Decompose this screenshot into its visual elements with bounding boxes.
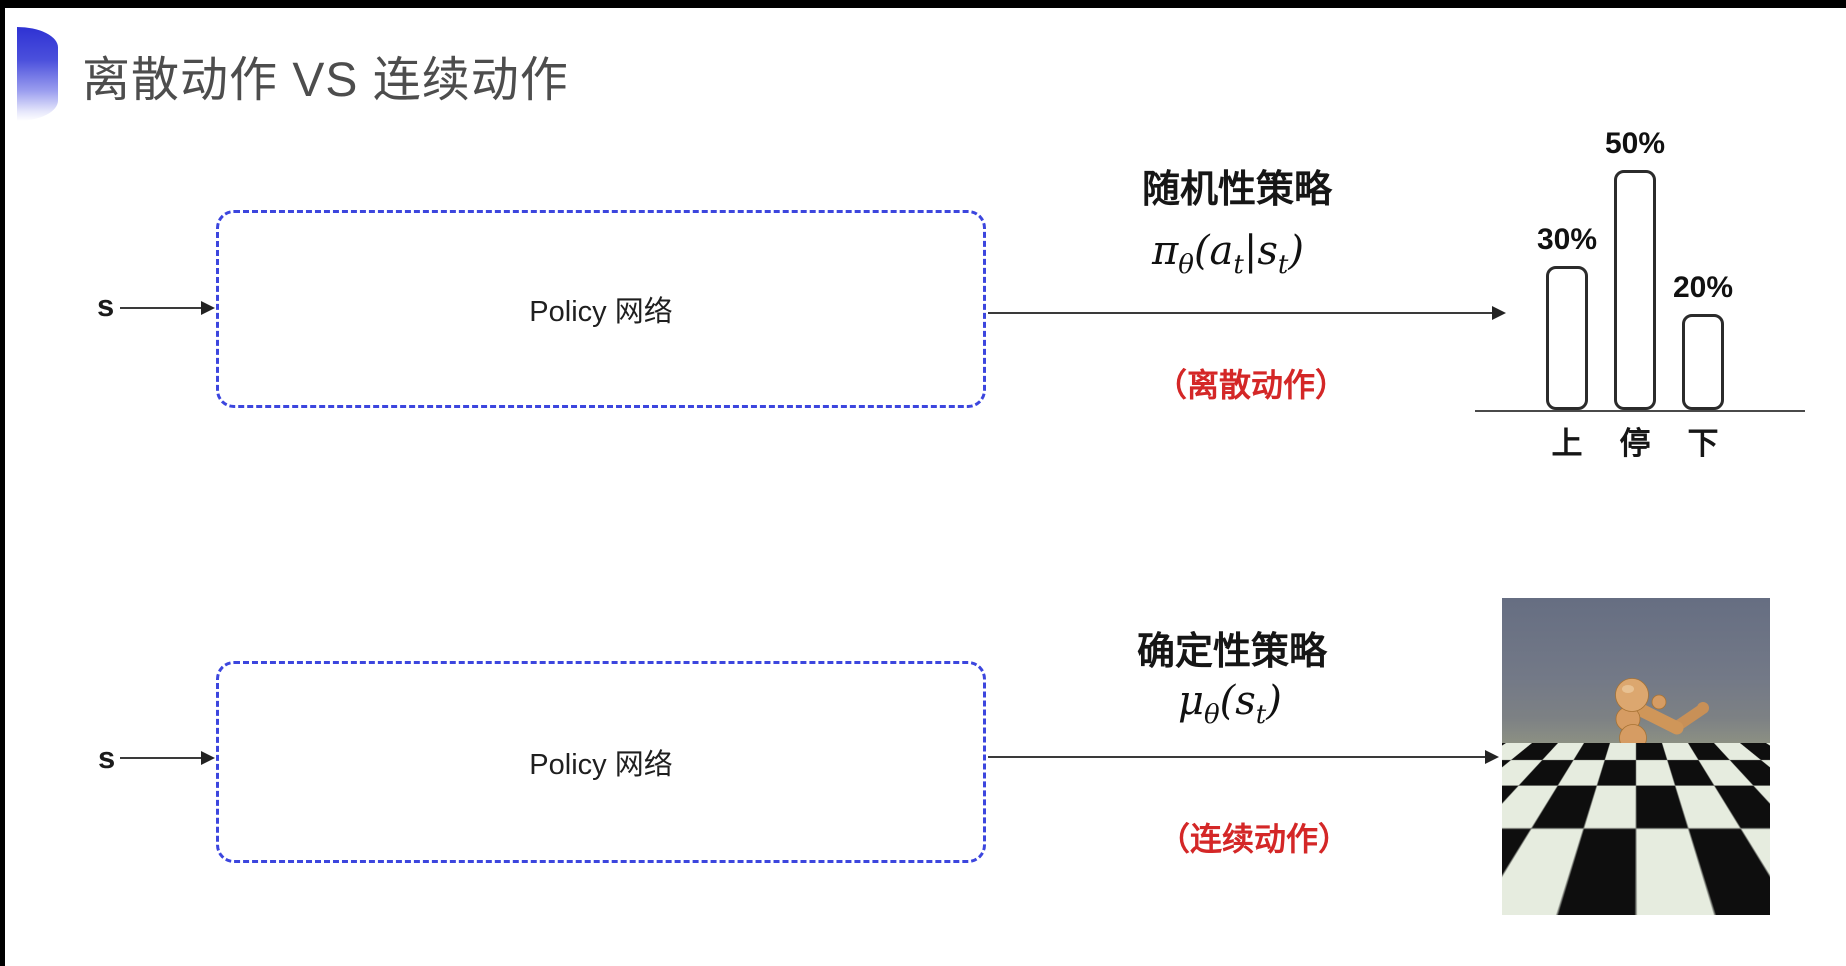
bar-stop <box>1614 170 1656 410</box>
page-title: 离散动作 VS 连续动作 <box>82 54 569 107</box>
category-label-stop: 停 <box>1619 426 1651 461</box>
title-bullet-decoration <box>17 27 58 121</box>
policy-network-box-top: Policy 网络 <box>216 210 986 408</box>
output-arrow-top <box>988 306 1506 320</box>
policy-network-label-bottom: Policy 网络 <box>529 749 673 781</box>
bar-value-label: 50% <box>1604 127 1666 160</box>
bar-column: 20% <box>1658 271 1748 410</box>
bar-column: 30% <box>1522 223 1612 410</box>
bar-down <box>1682 314 1724 410</box>
left-border <box>0 0 5 966</box>
state-input-label-bottom: s <box>98 740 116 775</box>
policy-network-box-bottom: Policy 网络 <box>216 661 986 863</box>
deterministic-policy-title: 确定性策略 <box>1137 631 1328 673</box>
discrete-action-note: （离散动作） <box>1155 367 1348 403</box>
state-input-label-top: s <box>97 288 115 323</box>
bar-column: 50% <box>1590 127 1680 410</box>
bar-up <box>1546 266 1588 410</box>
stochastic-policy-title: 随机性策略 <box>1142 169 1333 211</box>
input-arrow-top <box>120 301 215 315</box>
action-probability-chart: 30% 50% 20% 上 停 下 <box>1475 100 1820 480</box>
policy-network-label-top: Policy 网络 <box>529 296 673 328</box>
bar-value-label: 30% <box>1536 223 1598 256</box>
stochastic-policy-formula: πθ(at|st) <box>1152 228 1304 280</box>
output-arrow-bottom <box>988 750 1499 764</box>
category-label-up: 上 <box>1551 426 1583 461</box>
deterministic-policy-formula: μθ(st) <box>1178 678 1282 730</box>
humanoid-simulation-image <box>1502 598 1770 915</box>
input-arrow-bottom <box>120 751 215 765</box>
continuous-action-note: （连续动作） <box>1158 821 1351 857</box>
humanoid-robot-figure <box>1562 678 1709 887</box>
bar-value-label: 20% <box>1672 271 1734 304</box>
category-label-down: 下 <box>1687 426 1719 461</box>
chart-baseline <box>1475 410 1805 412</box>
top-border <box>0 0 1846 8</box>
